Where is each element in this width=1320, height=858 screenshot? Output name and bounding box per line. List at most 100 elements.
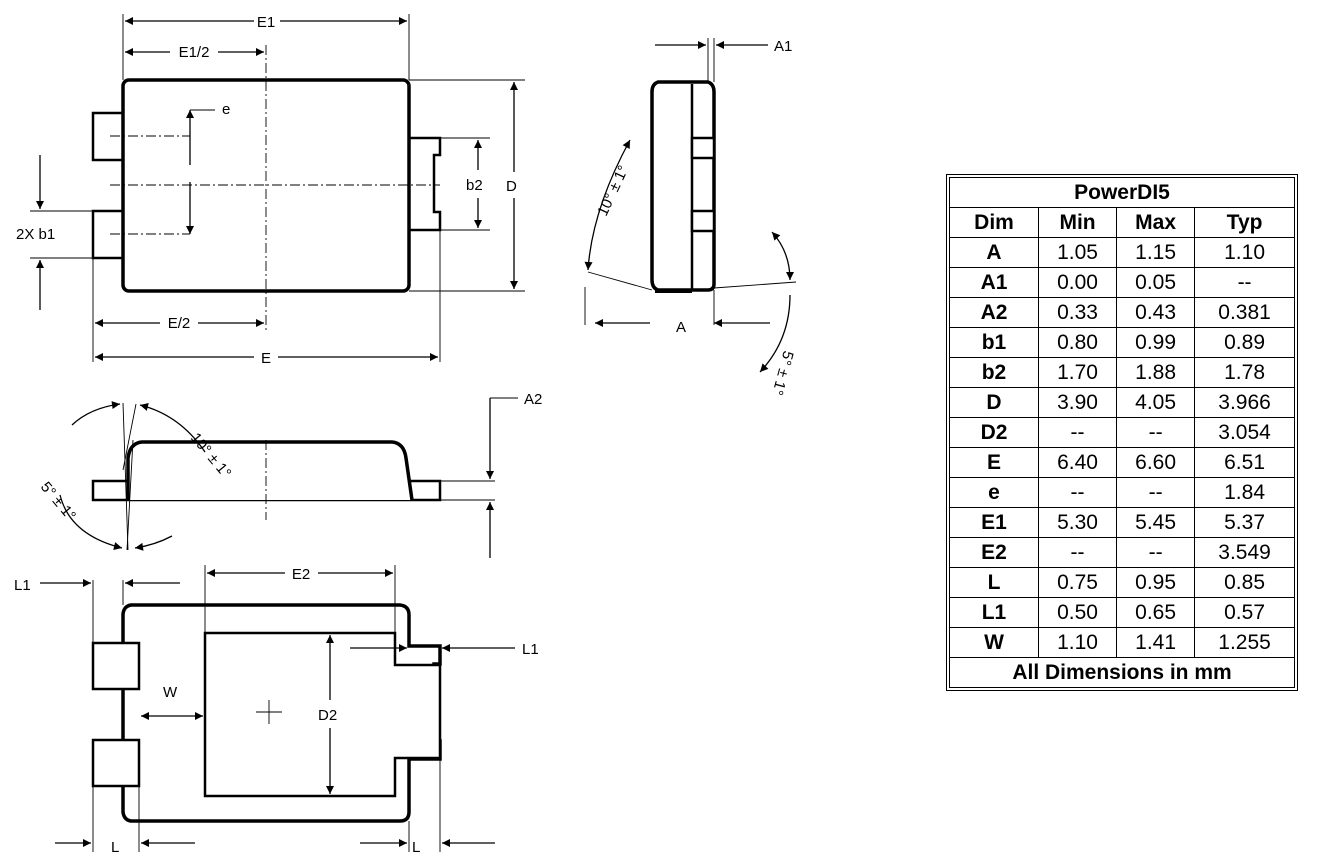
- label-2x-b1: 2X b1: [16, 226, 55, 243]
- table-title: PowerDI5: [949, 177, 1295, 208]
- dim-value-cell: 1.41: [1116, 627, 1196, 658]
- top-tab-right: [403, 136, 442, 232]
- bottom-pad-upper: [91, 641, 141, 691]
- front-body: [126, 440, 414, 501]
- dim-value-cell: 4.05: [1116, 387, 1196, 418]
- label-a2: A2: [524, 391, 542, 408]
- dim-value-cell: 5.30: [1037, 507, 1118, 538]
- dim-value-cell: --: [1037, 537, 1118, 568]
- dim-name-cell: E1: [949, 507, 1039, 538]
- label-e1-half: E1/2: [179, 44, 210, 61]
- dim-name-cell: A: [949, 237, 1039, 268]
- dim-value-cell: 0.95: [1116, 567, 1196, 598]
- table-row: E2----3.549: [949, 537, 1295, 568]
- dim-name-cell: A1: [949, 267, 1039, 298]
- dim-name-cell: E2: [949, 537, 1039, 568]
- dim-value-cell: 5.37: [1194, 507, 1295, 538]
- dim-value-cell: 3.054: [1194, 417, 1295, 448]
- header-min: Min: [1037, 207, 1118, 238]
- dim-value-cell: --: [1037, 417, 1118, 448]
- dim-value-cell: --: [1116, 477, 1196, 508]
- dim-name-cell: A2: [949, 297, 1039, 328]
- header-dim: Dim: [949, 207, 1039, 238]
- dim-value-cell: 1.78: [1194, 357, 1295, 388]
- label-l-left: L: [111, 839, 119, 856]
- dim-value-cell: --: [1116, 417, 1196, 448]
- dim-name-cell: W: [949, 627, 1039, 658]
- side-view: A1 10° ± 1° A 5° ± 1°: [584, 38, 797, 397]
- label-b2: b2: [466, 177, 483, 194]
- dim-value-cell: 6.40: [1037, 447, 1118, 478]
- dim-value-cell: 1.88: [1116, 357, 1196, 388]
- dim-value-cell: --: [1194, 267, 1295, 298]
- dim-value-cell: 1.70: [1037, 357, 1118, 388]
- dim-value-cell: 0.33: [1037, 297, 1118, 328]
- dim-name-cell: L1: [949, 597, 1039, 628]
- top-lead-upper: [91, 111, 127, 162]
- header-typ: Typ: [1194, 207, 1295, 238]
- table-row: D2----3.054: [949, 417, 1295, 448]
- dim-name-cell: b1: [949, 327, 1039, 358]
- dim-value-cell: 6.60: [1116, 447, 1196, 478]
- dim-value-cell: 5.45: [1116, 507, 1196, 538]
- label-a: A: [676, 319, 686, 336]
- dim-value-cell: 1.05: [1037, 237, 1118, 268]
- dim-name-cell: b2: [949, 357, 1039, 388]
- dim-name-cell: D: [949, 387, 1039, 418]
- label-l1-right: L1: [522, 641, 539, 658]
- dim-value-cell: 0.50: [1037, 597, 1118, 628]
- dim-value-cell: 6.51: [1194, 447, 1295, 478]
- bottom-view: L1 E2 L1 W D2 L L: [14, 565, 539, 856]
- dim-value-cell: 0.80: [1037, 327, 1118, 358]
- label-l1-top: L1: [14, 577, 31, 594]
- bottom-pad-lower: [91, 738, 141, 788]
- dim-value-cell: 1.84: [1194, 477, 1295, 508]
- header-max: Max: [1116, 207, 1196, 238]
- dim-value-cell: 0.65: [1116, 597, 1196, 628]
- dim-value-cell: 0.00: [1037, 267, 1118, 298]
- table-row: e----1.84: [949, 477, 1295, 508]
- top-view: E1 E1/2 e 2X b1 b2 D E/2: [16, 14, 525, 367]
- label-d2: D2: [318, 707, 337, 724]
- label-a1: A1: [774, 38, 792, 55]
- dim-value-cell: --: [1116, 537, 1196, 568]
- label-e: e: [222, 101, 230, 118]
- dim-name-cell: L: [949, 567, 1039, 598]
- table-footer: All Dimensions in mm: [949, 657, 1295, 688]
- label-e-half: E/2: [168, 315, 191, 332]
- dim-value-cell: 0.85: [1194, 567, 1295, 598]
- label-e1: E1: [257, 14, 275, 31]
- dim-value-cell: 0.57: [1194, 597, 1295, 628]
- label-l-right: L: [412, 839, 420, 856]
- label-d: D: [506, 178, 517, 195]
- dim-value-cell: 1.15: [1116, 237, 1196, 268]
- dim-name-cell: E: [949, 447, 1039, 478]
- label-e-full: E: [261, 350, 271, 367]
- dim-value-cell: 0.05: [1116, 267, 1196, 298]
- dim-value-cell: 3.966: [1194, 387, 1295, 418]
- front-view: A2 10° ± 1° 5° ± 1°: [37, 391, 542, 558]
- dim-value-cell: 0.99: [1116, 327, 1196, 358]
- dim-name-cell: e: [949, 477, 1039, 508]
- top-lead-lower: [91, 209, 127, 260]
- dim-value-cell: 0.75: [1037, 567, 1118, 598]
- label-w: W: [163, 684, 178, 701]
- label-e2: E2: [292, 566, 310, 583]
- dim-value-cell: 1.10: [1037, 627, 1118, 658]
- dim-value-cell: 0.381: [1194, 297, 1295, 328]
- dim-value-cell: 1.10: [1194, 237, 1295, 268]
- label-angle-5-front: 5° ± 1°: [37, 479, 79, 525]
- dim-name-cell: D2: [949, 417, 1039, 448]
